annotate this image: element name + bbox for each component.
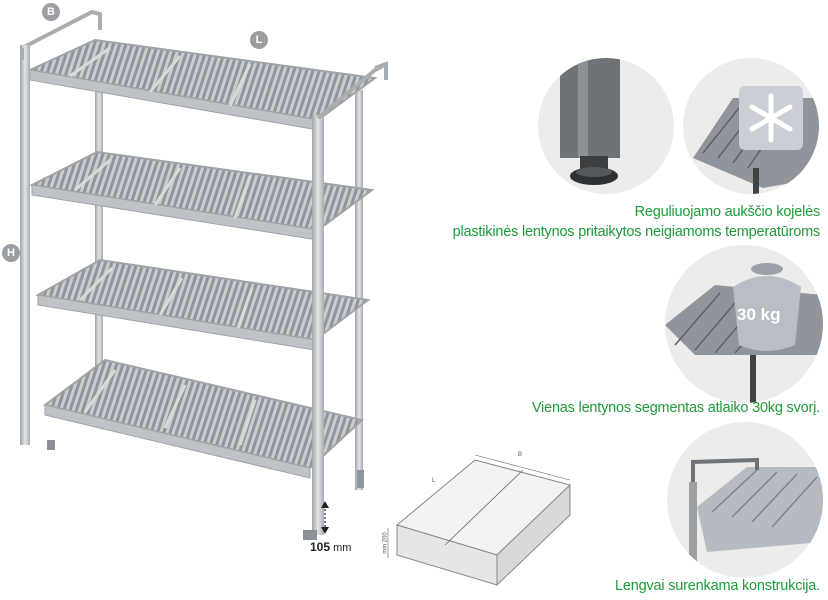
weight-icon: 30 kg <box>665 245 823 403</box>
box-l-label: L <box>432 478 436 484</box>
weight-capacity-caption: Vienas lentynos segmentas atlaiko 30kg s… <box>531 400 820 416</box>
shelf-box-diagram <box>387 454 571 587</box>
floor-clearance-label: 105 mm <box>310 540 351 554</box>
dimension-h-badge: H <box>2 244 20 262</box>
dimension-b-badge: B <box>42 3 60 21</box>
snowflake-icon <box>683 58 819 194</box>
adjustable-feet-caption: Reguliuojamo aukščio kojelės <box>634 204 821 220</box>
assembly-icon <box>667 422 823 578</box>
adjustable-foot-icon <box>538 58 674 194</box>
box-height-label: min 200 <box>382 532 389 554</box>
easy-assembly-caption: Lengvai surenkama konstrukcija. <box>615 578 820 594</box>
floor-clearance-unit: mm <box>333 542 352 554</box>
floor-clearance-value: 105 <box>310 540 331 554</box>
box-b-label: B <box>518 452 523 458</box>
shelving-unit-illustration <box>20 9 388 540</box>
weight-label: 30 kg <box>737 305 781 324</box>
dimension-l-badge: L <box>250 31 268 49</box>
low-temperature-caption: plastikinės lentynos pritaikytos neigiam… <box>452 224 821 240</box>
